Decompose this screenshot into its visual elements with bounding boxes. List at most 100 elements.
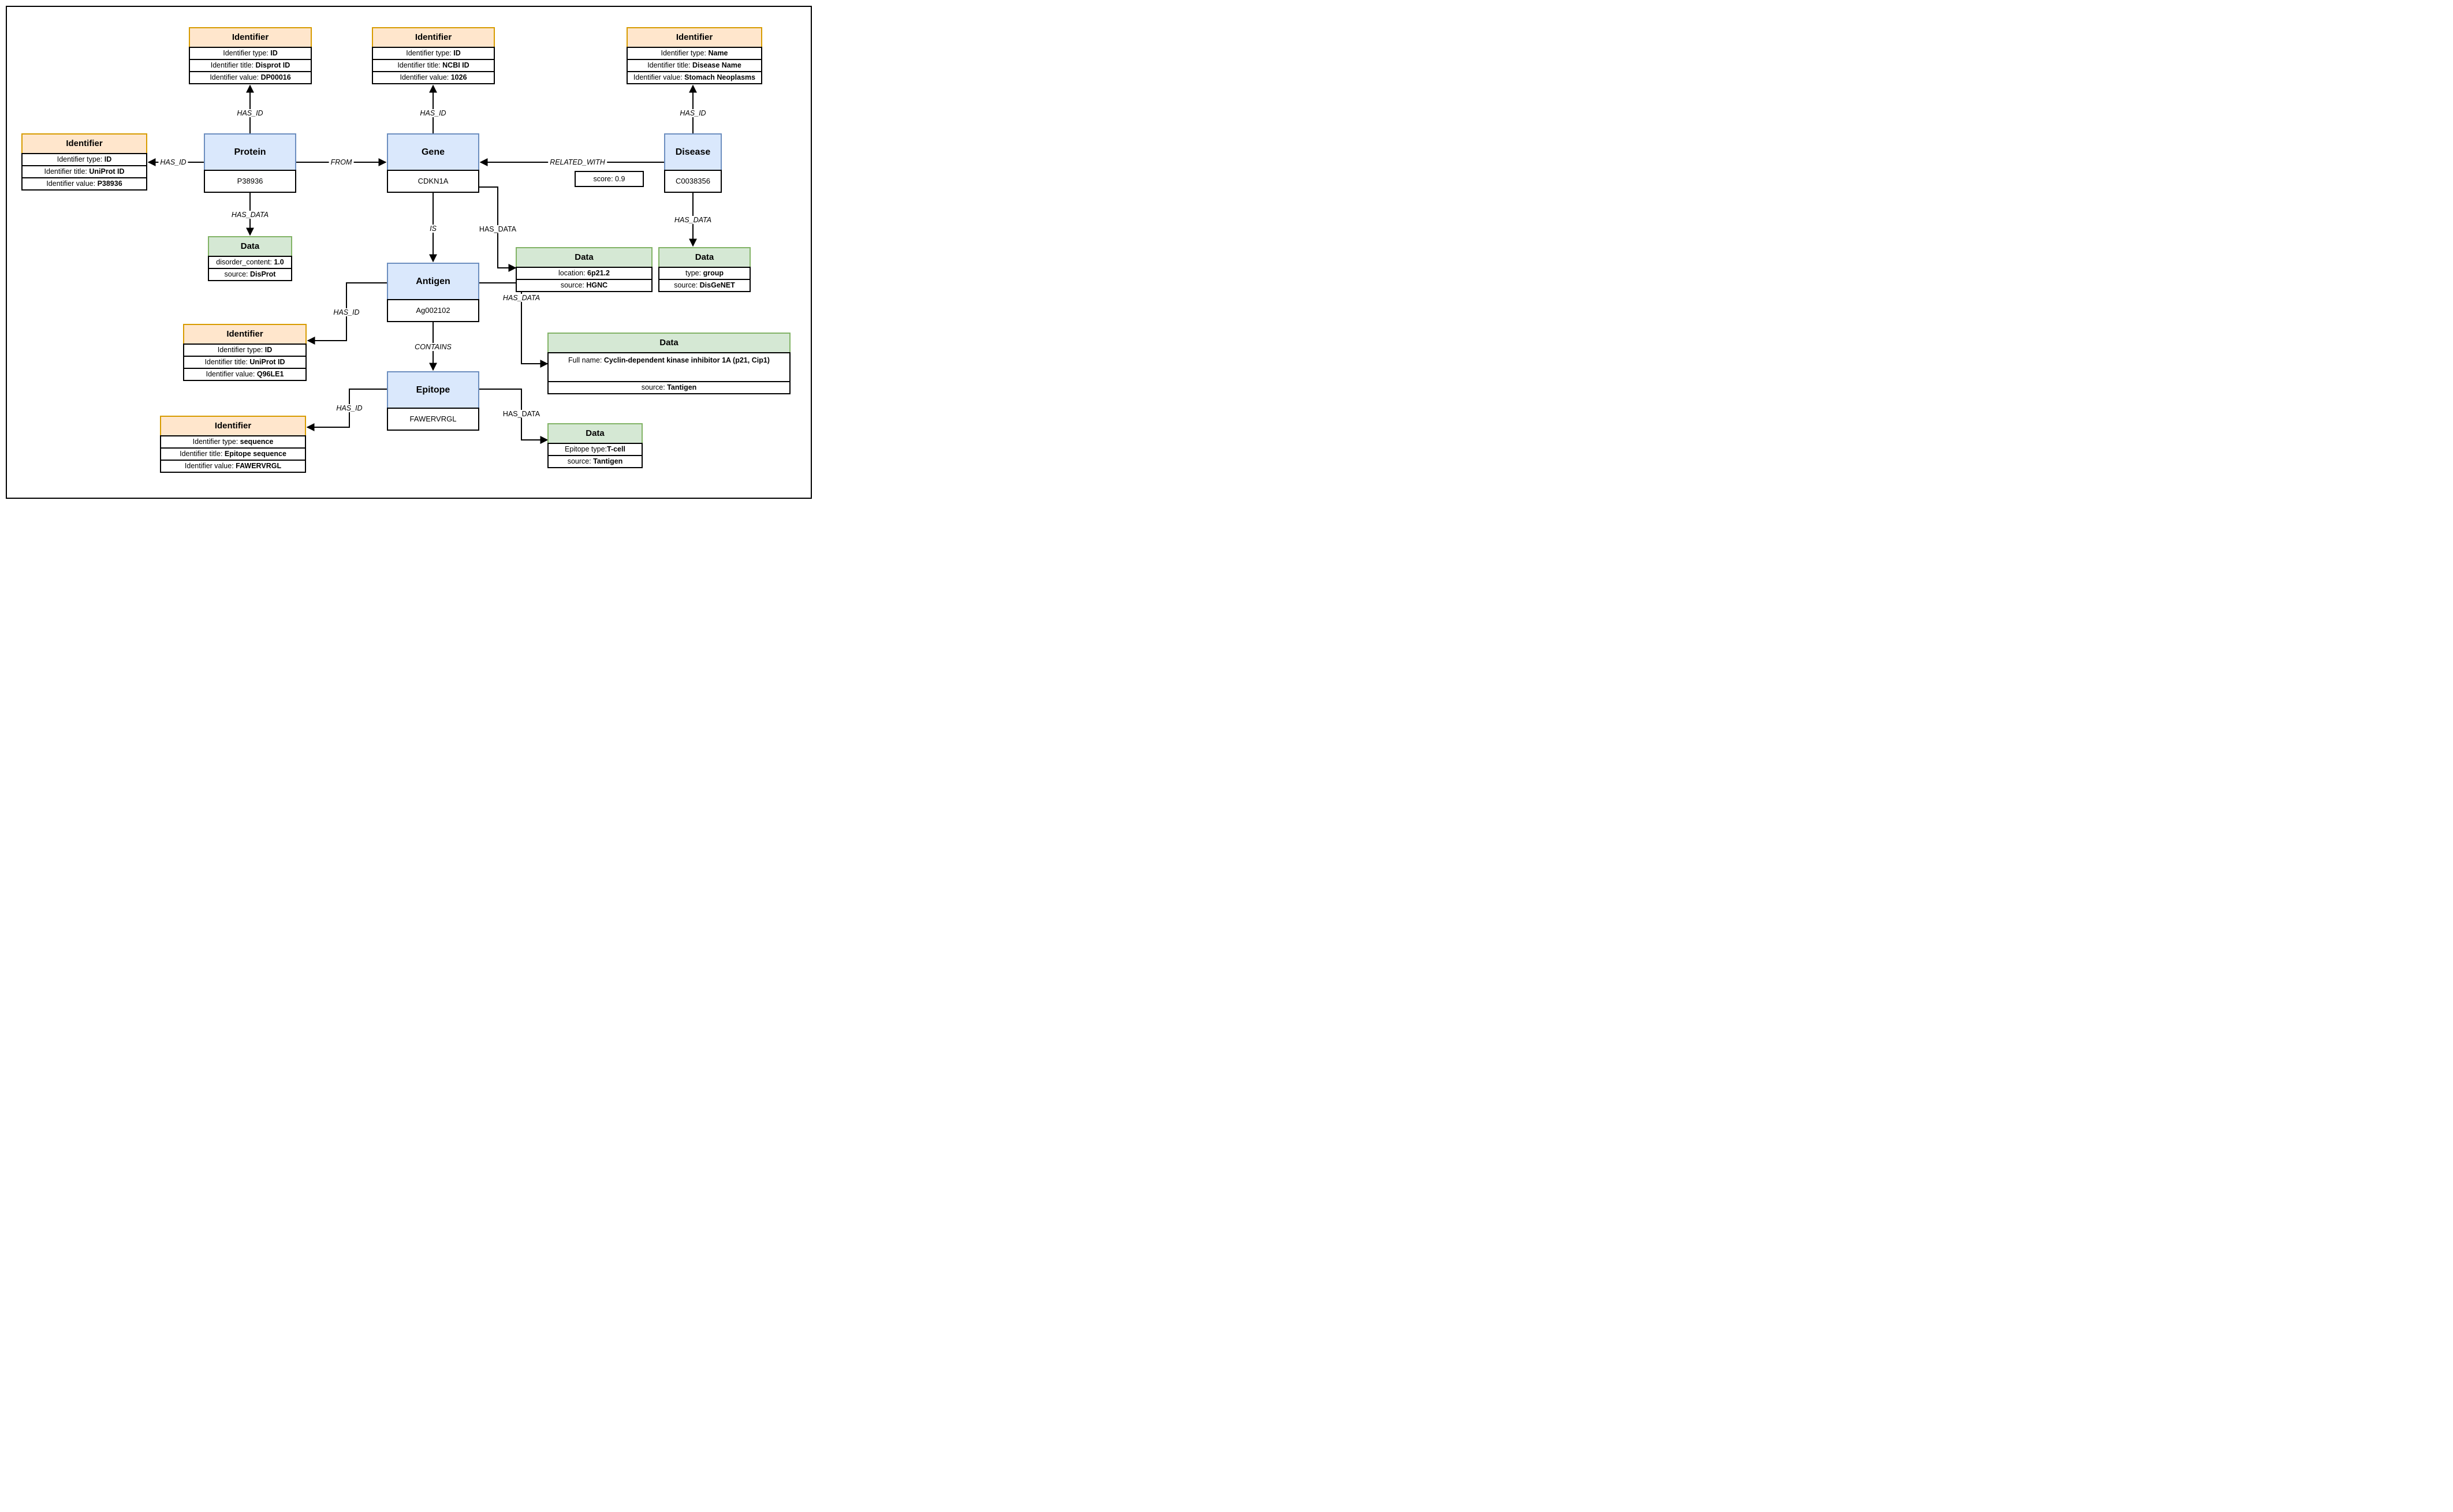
data-row: disorder_content: 1.0 — [208, 256, 292, 269]
row-label: Identifier title: — [397, 61, 443, 69]
row-label: Identifier title: — [44, 167, 90, 176]
label-has-id: HAS_ID — [418, 109, 448, 117]
entity-epitope: Epitope FAWERVRGL — [387, 371, 479, 431]
entity-disease: Disease C0038356 — [664, 133, 722, 193]
identifier-header: Identifier — [372, 27, 495, 48]
row-value: Cyclin-dependent kinase inhibitor 1A (p2… — [603, 356, 770, 364]
row-value: Tantigen — [667, 383, 697, 391]
identifier-title-row: Identifier title: UniProt ID — [183, 356, 307, 369]
identifier-value-row: Identifier value: Q96LE1 — [183, 368, 307, 381]
identifier-value-row: Identifier value: P38936 — [21, 177, 147, 191]
data-row: source: HGNC — [516, 279, 653, 292]
row-value: Stomach Neoplasms — [684, 73, 756, 81]
row-label: Identifier type: — [406, 49, 454, 57]
row-label: location: — [558, 269, 588, 277]
identifier-title-row: Identifier title: Disprot ID — [189, 59, 312, 72]
row-value: NCBI ID — [442, 61, 469, 69]
data-box-fullname: Data Full name: Cyclin-dependent kinase … — [547, 333, 791, 394]
row-label: Identifier value: — [633, 73, 685, 81]
identifier-box-disprot: Identifier Identifier type: ID Identifie… — [189, 27, 312, 84]
identifier-header: Identifier — [189, 27, 312, 48]
label-is: IS — [428, 225, 438, 233]
identifier-title-row: Identifier title: UniProt ID — [21, 165, 147, 178]
label-has-id: HAS_ID — [334, 404, 364, 412]
row-value: UniProt ID — [249, 358, 285, 366]
label-has-id: HAS_ID — [678, 109, 708, 117]
row-label: source: — [560, 281, 587, 289]
row-value: DisProt — [250, 270, 276, 278]
row-value: 6p21.2 — [587, 269, 610, 277]
row-value: DP00016 — [260, 73, 291, 81]
entity-antigen: Antigen Ag002102 — [387, 263, 479, 322]
entity-title: Gene — [387, 133, 479, 171]
identifier-value-row: Identifier value: DP00016 — [189, 71, 312, 84]
entity-title: Epitope — [387, 371, 479, 409]
data-row: source: DisProt — [208, 268, 292, 281]
identifier-title-row: Identifier title: Epitope sequence — [160, 447, 306, 461]
row-value: Epitope sequence — [224, 450, 286, 458]
label-has-data: HAS_DATA — [501, 410, 542, 418]
row-label: Identifier value: — [400, 73, 451, 81]
identifier-box-sequence: Identifier Identifier type: sequence Ide… — [160, 416, 306, 473]
row-value: Disprot ID — [255, 61, 290, 69]
data-header: Data — [208, 236, 292, 257]
identifier-header: Identifier — [21, 133, 147, 154]
data-row: Full name: Cyclin-dependent kinase inhib… — [547, 352, 791, 382]
entity-value: FAWERVRGL — [387, 408, 479, 431]
identifier-header: Identifier — [627, 27, 762, 48]
data-box-disgenet: Data type: group source: DisGeNET — [658, 247, 751, 292]
row-value: FAWERVRGL — [236, 462, 282, 470]
row-label: disorder_content: — [216, 258, 274, 266]
row-label: Identifier value: — [210, 73, 261, 81]
label-related-with: RELATED_WITH — [548, 158, 607, 166]
row-value: ID — [104, 155, 112, 163]
entity-title: Protein — [204, 133, 296, 171]
identifier-type-row: Identifier type: ID — [183, 344, 307, 357]
row-value: HGNC — [586, 281, 608, 289]
row-label: Identifier type: — [57, 155, 105, 163]
row-value: ID — [453, 49, 461, 57]
data-header: Data — [516, 247, 653, 268]
identifier-type-row: Identifier type: ID — [372, 47, 495, 60]
row-label: Identifier type: — [192, 438, 240, 446]
data-box-disorder: Data disorder_content: 1.0 source: DisPr… — [208, 236, 292, 281]
row-value: T-cell — [607, 445, 625, 453]
data-row: source: Tantigen — [547, 381, 791, 394]
row-value: UniProt ID — [89, 167, 125, 176]
data-row: location: 6p21.2 — [516, 267, 653, 280]
label-has-data: HAS_DATA — [672, 216, 714, 224]
data-box-location: Data location: 6p21.2 source: HGNC — [516, 247, 653, 292]
identifier-header: Identifier — [183, 324, 307, 345]
entity-value: P38936 — [204, 170, 296, 193]
data-header: Data — [547, 333, 791, 353]
row-label: Identifier type: — [223, 49, 271, 57]
row-value: DisGeNET — [699, 281, 735, 289]
diagram-border — [6, 6, 812, 499]
label-has-data: HAS_DATA — [477, 225, 519, 233]
identifier-value-row: Identifier value: FAWERVRGL — [160, 460, 306, 473]
identifier-type-row: Identifier type: Name — [627, 47, 762, 60]
row-label: Identifier type: — [661, 49, 709, 57]
label-contains: CONTAINS — [413, 343, 453, 351]
data-box-tcell: Data Epitope type:T-cell source: Tantige… — [547, 423, 643, 468]
row-label: Identifier value: — [46, 180, 98, 188]
edge-antigen-hasdata-fullname — [479, 282, 549, 368]
entity-value: Ag002102 — [387, 299, 479, 322]
identifier-box-ncbi: Identifier Identifier type: ID Identifie… — [372, 27, 495, 84]
row-value: Disease Name — [692, 61, 741, 69]
data-row: source: DisGeNET — [658, 279, 751, 292]
row-label: type: — [685, 269, 703, 277]
score-box: score: 0.9 — [575, 171, 644, 187]
data-row: type: group — [658, 267, 751, 280]
data-row: Epitope type:T-cell — [547, 443, 643, 456]
data-header: Data — [547, 423, 643, 444]
identifier-type-row: Identifier type: ID — [189, 47, 312, 60]
row-label: source: — [674, 281, 700, 289]
identifier-header: Identifier — [160, 416, 306, 436]
row-label: Epitope type: — [565, 445, 607, 453]
entity-title: Antigen — [387, 263, 479, 300]
diagram-canvas: HAS_ID HAS_ID HAS_ID HAS_ID FROM RELATED… — [0, 0, 818, 504]
row-value: Q96LE1 — [256, 370, 284, 378]
identifier-type-row: Identifier type: sequence — [160, 435, 306, 449]
row-label: Identifier title: — [204, 358, 250, 366]
